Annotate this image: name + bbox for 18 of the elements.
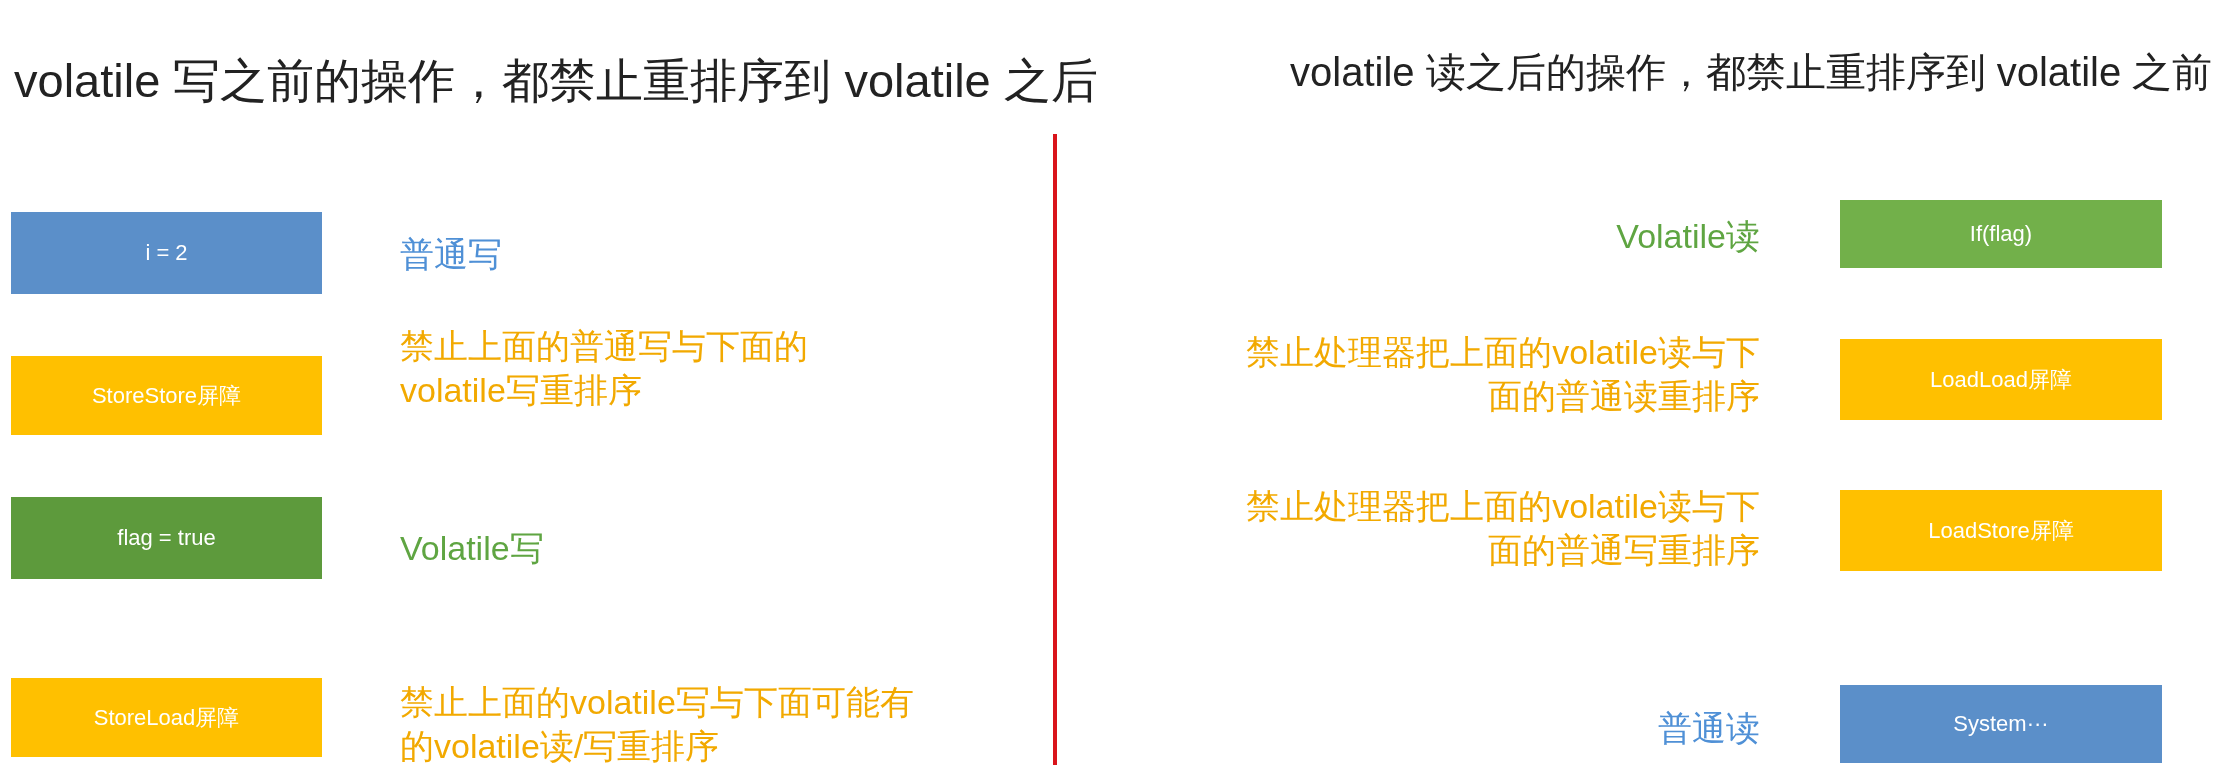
instruction-box: i = 2	[11, 212, 322, 294]
heading: volatile 写之前的操作，都禁止重排序到 volatile 之后	[14, 53, 1098, 109]
annotation-text: Volatile写	[400, 527, 545, 569]
annotation-text: Volatile读	[1615, 215, 1760, 257]
annotation-text: 禁止上面的普通写与下面的volatile写重排序	[400, 325, 809, 411]
instruction-box: LoadLoad屏障	[1840, 339, 2162, 420]
instruction-box: System···	[1840, 685, 2162, 763]
annotation-text: 禁止处理器把上面的volatile读与下面的普通读重排序	[1245, 331, 1760, 417]
annotation-text: 普通写	[400, 233, 503, 275]
instruction-box: If(flag)	[1840, 200, 2162, 268]
instruction-box: LoadStore屏障	[1840, 490, 2162, 571]
heading: volatile 读之后的操作，都禁止重排序到 volatile 之前	[1290, 49, 2213, 96]
annotation-text: 禁止处理器把上面的volatile读与下面的普通写重排序	[1245, 485, 1760, 571]
annotation-text: 普通读	[1657, 707, 1760, 749]
annotation-text: 禁止上面的volatile写与下面可能有的volatile读/写重排序	[400, 681, 915, 767]
instruction-box: StoreStore屏障	[11, 356, 322, 435]
instruction-box: StoreLoad屏障	[11, 678, 322, 757]
instruction-box: flag = true	[11, 497, 322, 579]
